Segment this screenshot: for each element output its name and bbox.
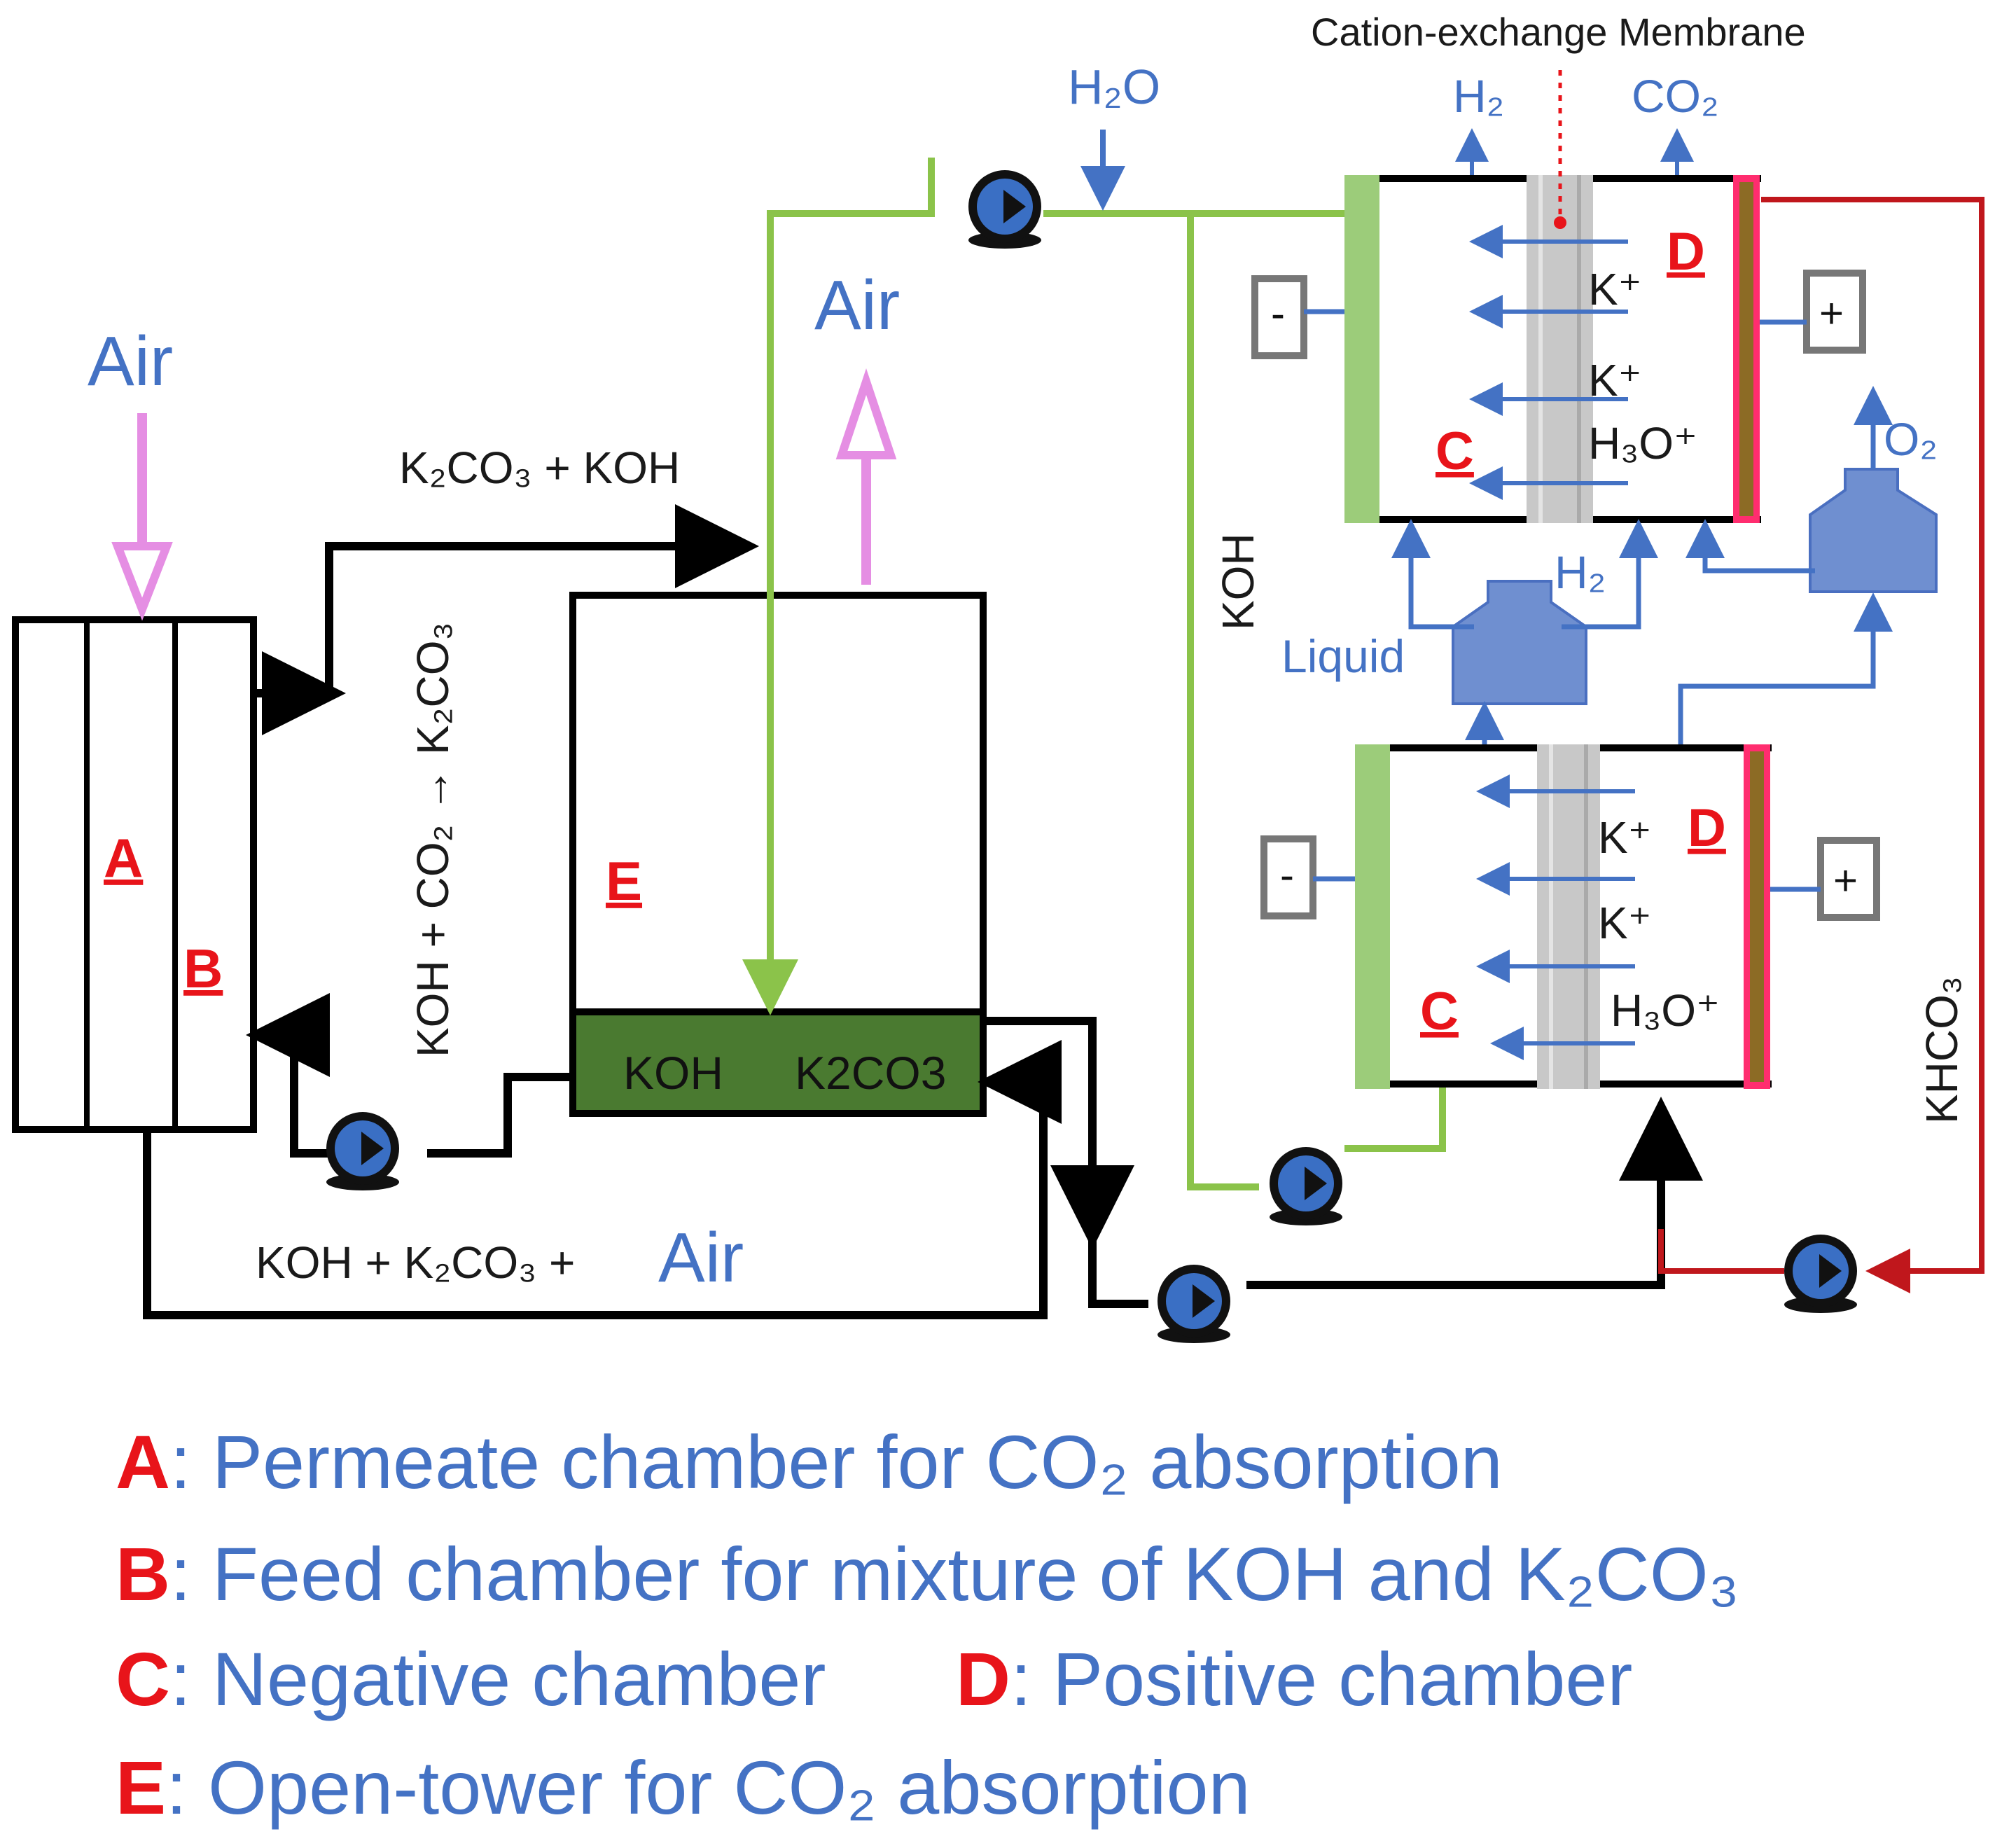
top-mix-label: K₂CO₃ + KOH — [399, 443, 680, 493]
black-lines — [143, 504, 1703, 1319]
chamber-label-a: A — [104, 827, 143, 889]
tank-koh-label: KOH — [623, 1047, 723, 1099]
liquid-label: Liquid — [1281, 630, 1405, 682]
green-lines — [742, 158, 1446, 1190]
bottom-cell-label-d: D — [1688, 798, 1726, 858]
open-tower-e: E KOH K2CO3 — [569, 592, 987, 1117]
legend-item-b: B: Feed chamber for mixture of KOH and K… — [116, 1531, 1739, 1616]
tank-k2co3-label: K2CO3 — [795, 1047, 946, 1099]
chamber-label-b: B — [183, 938, 223, 999]
top-positive-terminal: + — [1760, 270, 1866, 354]
o2-label: O₂ — [1884, 413, 1938, 465]
liquid-separator — [1452, 580, 1587, 705]
bottom-ion-1: K⁺ — [1598, 812, 1651, 863]
water-label: H₂O — [1068, 60, 1160, 114]
top-cell-label-d: D — [1667, 222, 1705, 282]
legend-item-a: A: Permeate chamber for CO₂ absorption — [116, 1419, 1503, 1504]
pump-top[interactable] — [968, 170, 1041, 249]
legend-item-e: E: Open-tower for CO₂ absorption — [116, 1745, 1251, 1830]
reaction-label: KOH + CO₂ → K₂CO₃ — [408, 622, 458, 1057]
legend-item-d: D: Positive chamber — [956, 1637, 1632, 1721]
air-outlet-label: Air — [814, 266, 900, 345]
svg-text:+: + — [1819, 290, 1844, 337]
pump-feed[interactable] — [326, 1112, 399, 1190]
bottom-cell-label-c: C — [1420, 982, 1459, 1041]
koh-vertical-label: KOH — [1213, 533, 1263, 630]
bottom-positive-terminal: + — [1770, 837, 1880, 921]
o2-separator — [1809, 468, 1938, 593]
pump-khco3[interactable] — [1784, 1235, 1857, 1313]
pump-koh[interactable] — [1270, 1147, 1342, 1225]
h2-top-label: H₂ — [1453, 70, 1504, 122]
air-inlet-arrow — [111, 413, 173, 621]
bottom-negative-terminal: - — [1260, 835, 1355, 919]
top-negative-terminal: - — [1251, 275, 1344, 359]
legend-item-c: C: Negative chamber — [116, 1637, 826, 1721]
top-ion-3: H₃O⁺ — [1588, 418, 1697, 468]
bottom-mix-label: KOH + K₂CO₃ + — [256, 1237, 575, 1288]
bottom-ion-3: H₃O⁺ — [1611, 985, 1720, 1036]
separator-lines — [1391, 386, 1893, 749]
top-cell-label-c: C — [1436, 422, 1474, 481]
pump-tank-out[interactable] — [1158, 1265, 1230, 1343]
svg-text:-: - — [1280, 852, 1294, 898]
red-lines — [1658, 197, 1984, 1293]
h2-mid-label: H₂ — [1555, 546, 1606, 598]
air-inlet-label: Air — [88, 322, 173, 401]
svg-text:-: - — [1271, 290, 1285, 337]
svg-text:+: + — [1833, 857, 1858, 904]
chamber-label-e: E — [606, 850, 642, 912]
bottom-air-label: Air — [658, 1218, 744, 1297]
bottom-ion-2: K⁺ — [1598, 898, 1651, 948]
legend: A: Permeate chamber for CO₂ absorption B… — [116, 1419, 1739, 1830]
air-outlet-arrow — [835, 368, 897, 585]
top-ion-2: K⁺ — [1588, 355, 1641, 405]
contactor-unit: A B — [12, 616, 257, 1133]
khco3-vertical-label: KHCO₃ — [1917, 976, 1967, 1124]
membrane-label: Cation-exchange Membrane — [1311, 10, 1806, 54]
top-ion-1: K⁺ — [1588, 264, 1641, 314]
co2-top-label: CO₂ — [1632, 70, 1719, 122]
bottom-cell: C D K⁺ K⁺ H₃O⁺ — [1355, 744, 1772, 1089]
top-cell: C D K⁺ K⁺ H₃O⁺ — [1344, 70, 1761, 523]
